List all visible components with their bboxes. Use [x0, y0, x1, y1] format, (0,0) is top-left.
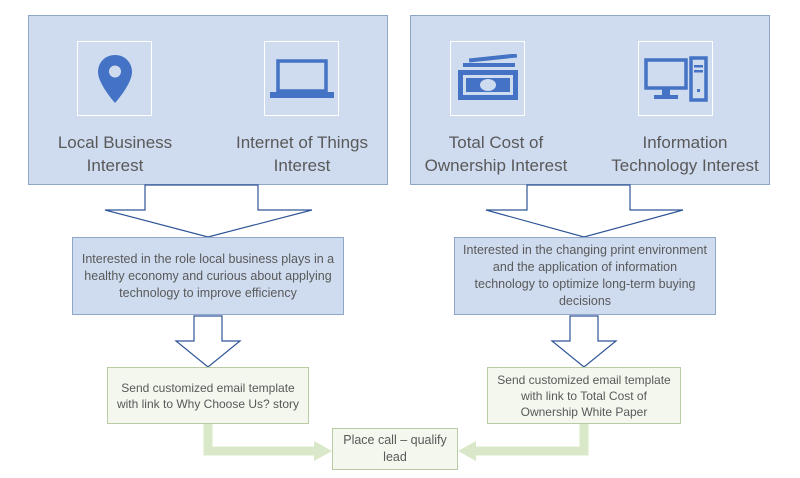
- right-green-connector: [472, 424, 589, 456]
- iot-icon-box: [264, 41, 339, 116]
- laptop-icon: [269, 58, 334, 98]
- place-call-box: Place call – qualify lead: [332, 428, 458, 470]
- tco-icon-box: [450, 41, 525, 116]
- right-email-action-text: Send customized email template with link…: [497, 372, 671, 419]
- place-call-text: Place call – qualify lead: [343, 433, 447, 464]
- local-business-icon-box: [77, 41, 152, 116]
- left-description-box: Interested in the role local business pl…: [72, 237, 344, 315]
- it-label: Information Technology Interest: [611, 133, 759, 175]
- left-email-action-text: Send customized email template with link…: [116, 380, 300, 411]
- iot-label: Internet of Things Interest: [236, 133, 368, 175]
- left-merge-arrow: [104, 184, 313, 238]
- local-business-label: Local Business Interest: [57, 133, 173, 175]
- map-pin-icon: [97, 54, 132, 103]
- left-green-arrowhead: [314, 441, 332, 461]
- money-icon: [457, 53, 518, 100]
- right-down-arrow: [550, 315, 618, 368]
- left-down-arrow: [174, 315, 242, 368]
- left-email-action-box: Send customized email template with link…: [107, 367, 309, 424]
- right-email-action-box: Send customized email template with link…: [487, 367, 681, 424]
- left-description-text: Interested in the role local business pl…: [81, 251, 335, 300]
- it-icon-box: [638, 41, 713, 116]
- tco-label: Total Cost of Ownership Interest: [424, 133, 568, 175]
- right-merge-arrow: [485, 184, 684, 238]
- left-green-connector: [203, 424, 318, 456]
- right-description-box: Interested in the changing print environ…: [454, 237, 716, 315]
- right-green-arrowhead: [458, 441, 476, 461]
- right-description-text: Interested in the changing print environ…: [463, 243, 707, 308]
- desktop-computer-icon: [643, 55, 708, 102]
